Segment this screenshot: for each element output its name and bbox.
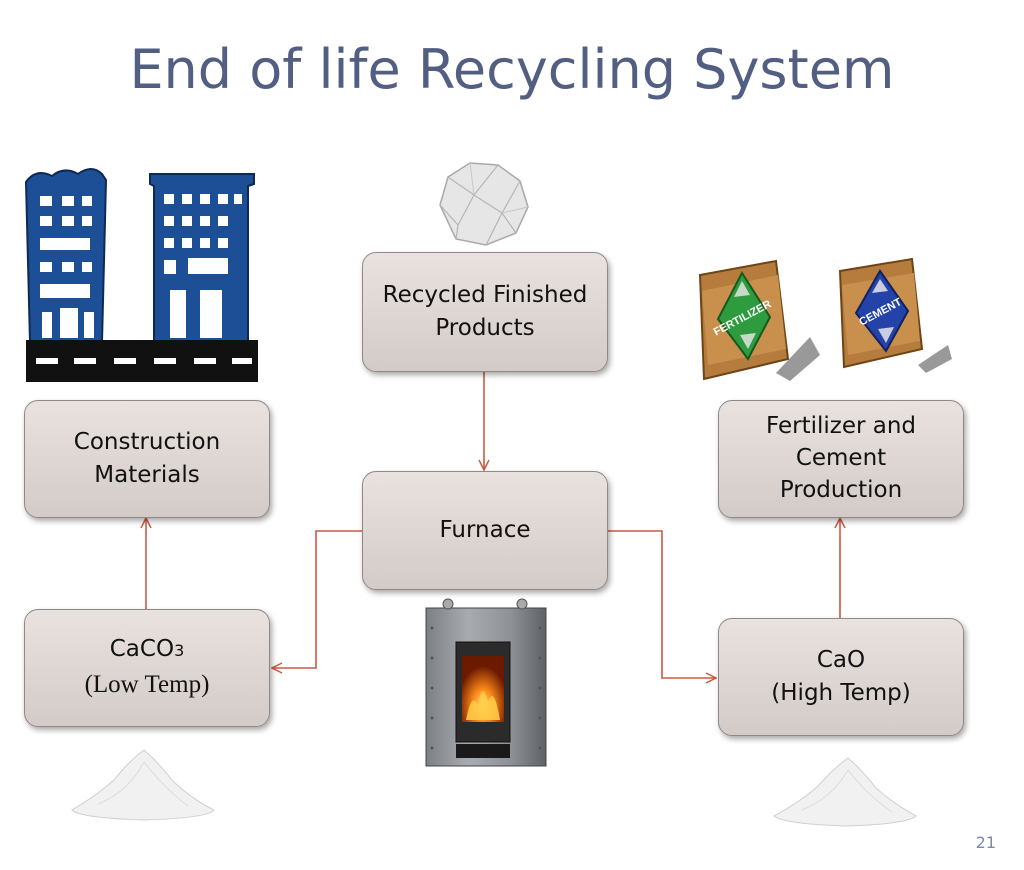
node-furnace: Furnace: [362, 471, 608, 590]
node-caco3-low-temp: CaCO3 (Low Temp): [24, 609, 270, 727]
arrow-furnace-to-caco3: [272, 530, 362, 668]
caco3-formula: CaCO3: [109, 636, 185, 663]
fertilizer-cement-bags-image: FERTILIZER CEMENT: [698, 257, 952, 381]
crumpled-paper-image: [439, 162, 529, 246]
buildings-illustration: [24, 168, 258, 382]
furnace-image: [425, 598, 547, 767]
arrow-furnace-to-cao: [608, 530, 716, 678]
node-cao-high-temp: CaO(High Temp): [718, 618, 964, 736]
cao-powder-pile-image: [773, 757, 917, 827]
page-title: End of life Recycling System: [129, 38, 895, 101]
page-number: 21: [975, 833, 996, 852]
caco3-powder-pile-image: [71, 749, 215, 821]
